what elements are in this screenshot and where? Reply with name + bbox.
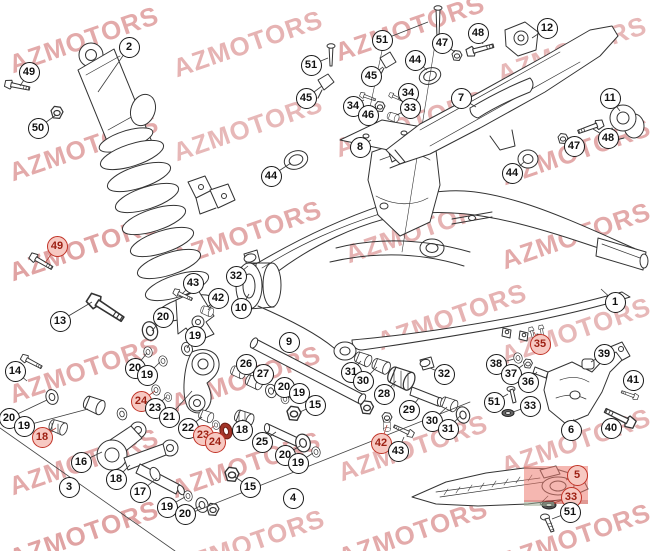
callout-49[interactable]: 49: [18, 61, 40, 83]
callout-39[interactable]: 39: [593, 343, 615, 365]
chain-guide-block: [504, 21, 539, 57]
callout-29[interactable]: 29: [398, 399, 420, 421]
frame-bracket: [187, 175, 236, 215]
callout-41[interactable]: 41: [622, 369, 644, 391]
callout-4[interactable]: 4: [282, 487, 304, 509]
linkage-parts: [96, 319, 367, 517]
chain-tensioner: [451, 40, 645, 169]
callout-17[interactable]: 17: [129, 481, 151, 503]
callout-47[interactable]: 47: [431, 32, 453, 54]
callout-9[interactable]: 9: [278, 331, 300, 353]
callout-48[interactable]: 48: [597, 127, 619, 149]
callout-19[interactable]: 19: [288, 382, 310, 404]
callout-19[interactable]: 19: [287, 452, 309, 474]
highlight-accent: [524, 502, 554, 506]
callout-43[interactable]: 43: [182, 272, 204, 294]
callout-20[interactable]: 20: [152, 306, 174, 328]
callout-18[interactable]: 18: [31, 426, 53, 448]
pivot-hardware: [171, 249, 473, 439]
callout-27[interactable]: 27: [252, 363, 274, 385]
callout-10[interactable]: 10: [230, 297, 252, 319]
callout-33[interactable]: 33: [399, 97, 421, 119]
callout-8[interactable]: 8: [349, 136, 371, 158]
callout-45[interactable]: 45: [295, 87, 317, 109]
callout-44[interactable]: 44: [501, 162, 523, 184]
callout-33[interactable]: 33: [519, 395, 541, 417]
callout-7[interactable]: 7: [450, 87, 472, 109]
callout-48[interactable]: 48: [467, 22, 489, 44]
callout-51[interactable]: 51: [483, 391, 505, 413]
callout-35[interactable]: 35: [529, 333, 551, 355]
callout-19[interactable]: 19: [136, 364, 158, 386]
callout-19[interactable]: 19: [184, 325, 206, 347]
callout-32[interactable]: 32: [225, 265, 247, 287]
callout-1[interactable]: 1: [604, 291, 626, 313]
shock-absorber: [77, 42, 215, 343]
callout-49[interactable]: 49: [46, 235, 68, 257]
callout-40[interactable]: 40: [600, 417, 622, 439]
callout-16[interactable]: 16: [70, 451, 92, 473]
callout-50[interactable]: 50: [27, 117, 49, 139]
callout-14[interactable]: 14: [4, 360, 26, 382]
callout-15[interactable]: 15: [239, 476, 261, 498]
callout-51[interactable]: 51: [559, 501, 581, 523]
callout-45[interactable]: 45: [360, 65, 382, 87]
callout-47[interactable]: 47: [563, 135, 585, 157]
callout-42[interactable]: 42: [207, 287, 229, 309]
chain-slider-upper: [385, 25, 619, 169]
callout-5[interactable]: 5: [566, 464, 588, 486]
callout-24[interactable]: 24: [204, 431, 226, 453]
callout-18[interactable]: 18: [231, 419, 253, 441]
swingarm: [235, 190, 649, 361]
callout-21[interactable]: 21: [158, 406, 180, 428]
callout-44[interactable]: 44: [404, 49, 426, 71]
callout-20[interactable]: 20: [174, 503, 196, 525]
callout-18[interactable]: 18: [105, 468, 127, 490]
callout-30[interactable]: 30: [352, 370, 374, 392]
callout-19[interactable]: 19: [13, 415, 35, 437]
callout-6[interactable]: 6: [560, 419, 582, 441]
callout-12[interactable]: 12: [536, 17, 558, 39]
callout-28[interactable]: 28: [373, 383, 395, 405]
callout-51[interactable]: 51: [371, 29, 393, 51]
callout-31[interactable]: 31: [437, 418, 459, 440]
callout-51[interactable]: 51: [300, 54, 322, 76]
callout-3[interactable]: 3: [58, 476, 80, 498]
callout-13[interactable]: 13: [49, 310, 71, 332]
callout-46[interactable]: 46: [357, 104, 379, 126]
callout-44[interactable]: 44: [260, 165, 282, 187]
callout-11[interactable]: 11: [599, 87, 621, 109]
callout-32[interactable]: 32: [433, 363, 455, 385]
callout-2[interactable]: 2: [118, 36, 140, 58]
callout-36[interactable]: 36: [517, 371, 539, 393]
callout-43[interactable]: 43: [387, 440, 409, 462]
callout-25[interactable]: 25: [251, 431, 273, 453]
